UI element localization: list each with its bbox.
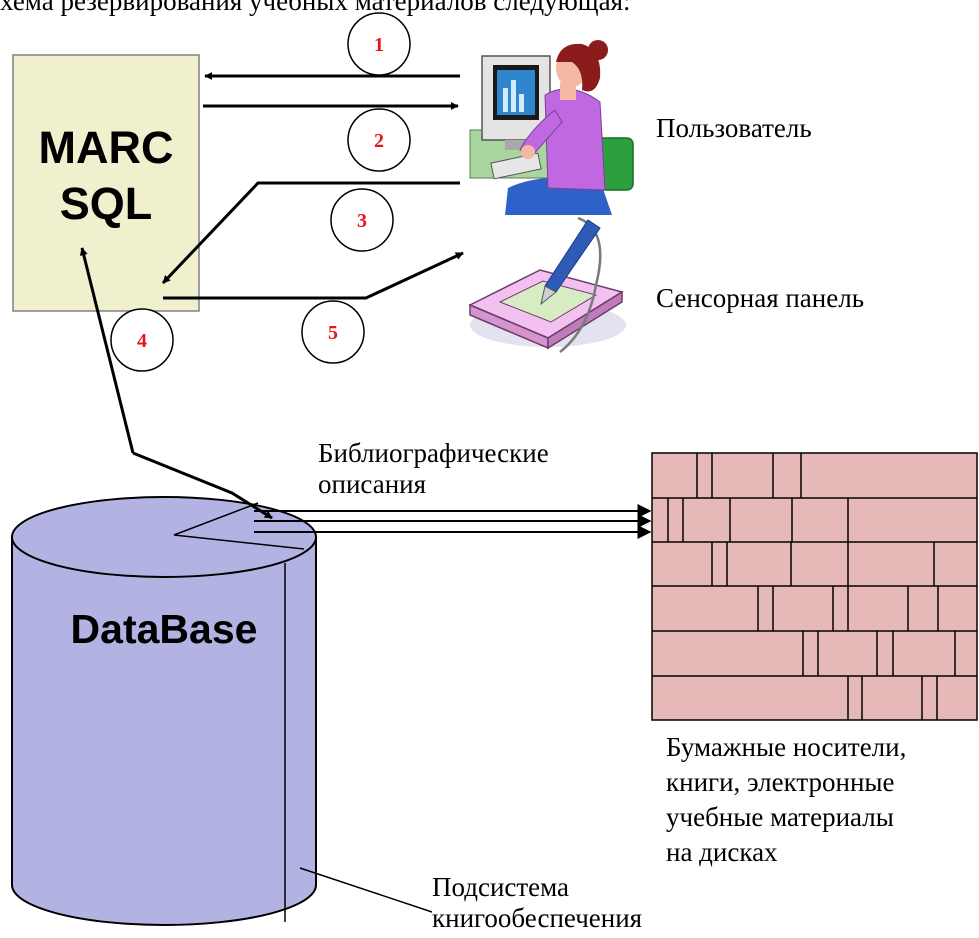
subsystem-label-line2: книгообеспечения bbox=[432, 903, 643, 933]
media-label-line1: Бумажные носители, bbox=[666, 732, 907, 762]
flow-arrows bbox=[79, 72, 464, 520]
marc-sql-server-box bbox=[12, 54, 200, 312]
database-cylinder bbox=[11, 496, 317, 926]
bibliographic-arrows bbox=[254, 504, 652, 539]
media-brick-wall bbox=[651, 452, 978, 721]
arrow-4-up bbox=[79, 247, 135, 454]
bibliographic-label: Библиографические описания bbox=[318, 438, 549, 500]
page-heading: хема резервирования учебных материалов с… bbox=[0, 0, 631, 16]
subsystem-label-line1: Подсистема bbox=[432, 872, 570, 902]
arrow-3 bbox=[161, 181, 460, 285]
arrow-5 bbox=[163, 251, 464, 300]
arrow-4-down bbox=[132, 451, 273, 520]
database-label: DataBase bbox=[70, 606, 258, 652]
bibliographic-label-line1: Библиографические bbox=[318, 438, 549, 468]
media-label: Бумажные носители, книги, электронные уч… bbox=[666, 730, 906, 870]
subsystem-callout-line bbox=[299, 867, 433, 913]
touch-panel-icon bbox=[468, 216, 626, 353]
subsystem-label: Подсистема книгообеспечения bbox=[432, 872, 642, 934]
step-circle-5 bbox=[301, 300, 365, 364]
media-label-line2: книги, электронные bbox=[666, 767, 895, 797]
server-label-line1: MARC bbox=[38, 122, 174, 173]
user-at-computer-icon bbox=[469, 40, 634, 215]
media-label-line3: учебные материалы bbox=[666, 802, 894, 832]
step-number-3: 3 bbox=[357, 210, 367, 232]
step-circle-1 bbox=[347, 12, 411, 76]
step-number-4: 4 bbox=[137, 330, 147, 352]
media-label-line4: на дисках bbox=[666, 837, 778, 867]
step-number-2: 2 bbox=[374, 130, 384, 152]
touch-panel-label: Сенсорная панель bbox=[656, 283, 865, 313]
step-circles bbox=[110, 12, 411, 372]
step-number-1: 1 bbox=[374, 34, 384, 56]
bibliographic-label-line2: описания bbox=[318, 469, 427, 499]
step-number-5: 5 bbox=[328, 322, 338, 344]
step-circle-4 bbox=[110, 308, 174, 372]
step-circle-3 bbox=[330, 188, 394, 252]
server-label: MARC SQL bbox=[13, 120, 199, 232]
server-label-line2: SQL bbox=[59, 178, 153, 229]
user-label: Пользователь bbox=[656, 113, 812, 143]
step-circle-2 bbox=[347, 108, 411, 172]
